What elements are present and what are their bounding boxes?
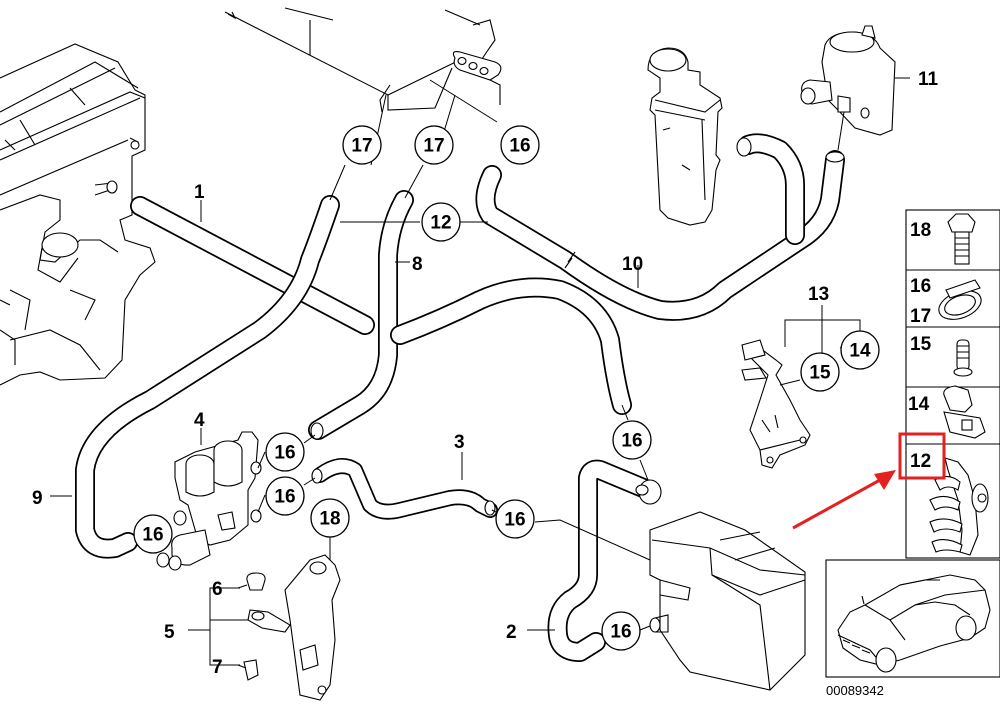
svg-text:12: 12 [430, 213, 451, 234]
legend-item-16-17: 16 17 [910, 276, 982, 327]
svg-text:14: 14 [849, 341, 871, 362]
svg-text:18: 18 [319, 509, 340, 530]
hose-holder-clip-icon [943, 385, 986, 439]
svg-text:18: 18 [910, 220, 931, 241]
callout-15: 15 [800, 352, 840, 392]
svg-text:16: 16 [509, 136, 530, 157]
svg-text:16: 16 [910, 276, 931, 297]
heater-valve-4 [156, 431, 262, 571]
car-location-thumbnail: 00089342 [825, 559, 1000, 698]
leader-lines [50, 77, 910, 669]
hose-9 [75, 195, 340, 559]
svg-text:16: 16 [274, 443, 295, 464]
callout-18-bracket: 18 [310, 498, 350, 538]
heater-box [224, 7, 502, 113]
circled-callouts: 17 17 16 12 14 15 16 16 16 18 16 16 16 [133, 125, 880, 651]
hose-crossover [390, 277, 632, 415]
multi-hose-holder-icon [929, 457, 989, 556]
hose-1 [130, 196, 375, 335]
svg-text:17: 17 [351, 136, 372, 157]
svg-text:16: 16 [621, 431, 642, 452]
engine-block [0, 43, 156, 386]
svg-text:17: 17 [910, 306, 931, 327]
svg-text:12: 12 [910, 451, 931, 472]
callout-16-low: 16 [601, 611, 641, 651]
hose-clamp-icon [938, 279, 982, 320]
sedan-car-icon [837, 574, 991, 673]
legend-item-18: 18 [910, 213, 976, 265]
auxiliary-pump-11 [800, 25, 896, 151]
svg-text:16: 16 [274, 487, 295, 508]
callout-9: 9 [32, 488, 43, 509]
hex-bolt-icon [947, 213, 976, 265]
hose-3 [311, 458, 498, 520]
callout-6: 6 [212, 579, 223, 600]
legend-item-12: 12 [910, 451, 989, 556]
red-arrow-icon [792, 470, 896, 530]
bracket-13 [741, 339, 811, 469]
callout-16-valve-lower: 16 [265, 476, 305, 516]
callout-3: 3 [454, 432, 465, 453]
hose-10 [475, 133, 845, 321]
callout-4: 4 [194, 410, 205, 431]
callout-17-left: 17 [342, 125, 382, 165]
expansion-tank [647, 47, 723, 226]
svg-text:16: 16 [504, 510, 525, 531]
legend-item-15: 15 [910, 334, 973, 377]
callout-16-pump: 16 [612, 420, 652, 460]
screw-icon [953, 339, 973, 377]
callout-5: 5 [164, 622, 175, 643]
callout-8: 8 [412, 254, 423, 275]
highlight-box-part-12 [898, 432, 946, 480]
svg-text:17: 17 [423, 136, 444, 157]
callout-14: 14 [840, 330, 880, 370]
svg-text:16: 16 [142, 525, 163, 546]
callout-16-valve-left: 16 [133, 514, 173, 554]
callout-11: 11 [918, 69, 939, 90]
hose-2 [547, 459, 662, 662]
callout-7: 7 [212, 657, 223, 678]
callout-16-hose3: 16 [495, 499, 535, 539]
legend-item-14: 14 [908, 385, 986, 439]
hose-8 [308, 190, 414, 440]
callout-17-right: 17 [414, 125, 454, 165]
svg-text:15: 15 [910, 334, 932, 355]
highlight-annotation [792, 432, 946, 530]
catalog-number: 00089342 [826, 683, 884, 698]
callout-16-valve-upper: 16 [265, 432, 305, 472]
callout-10: 10 [622, 254, 643, 275]
callout-13: 13 [808, 284, 829, 305]
legend-panel: 18 16 17 15 14 [905, 209, 1000, 559]
callout-12-hoses: 12 [421, 202, 461, 242]
plain-callouts: 1 2 3 4 5 6 7 8 9 10 11 13 [32, 69, 939, 678]
svg-text:15: 15 [809, 363, 831, 384]
svg-text:14: 14 [908, 394, 930, 415]
callout-16-top: 16 [500, 125, 540, 165]
auxiliary-heater [649, 511, 806, 691]
svg-text:16: 16 [610, 622, 631, 643]
callout-1: 1 [194, 182, 205, 203]
callout-2: 2 [506, 622, 517, 643]
bracket-5 [243, 554, 341, 701]
